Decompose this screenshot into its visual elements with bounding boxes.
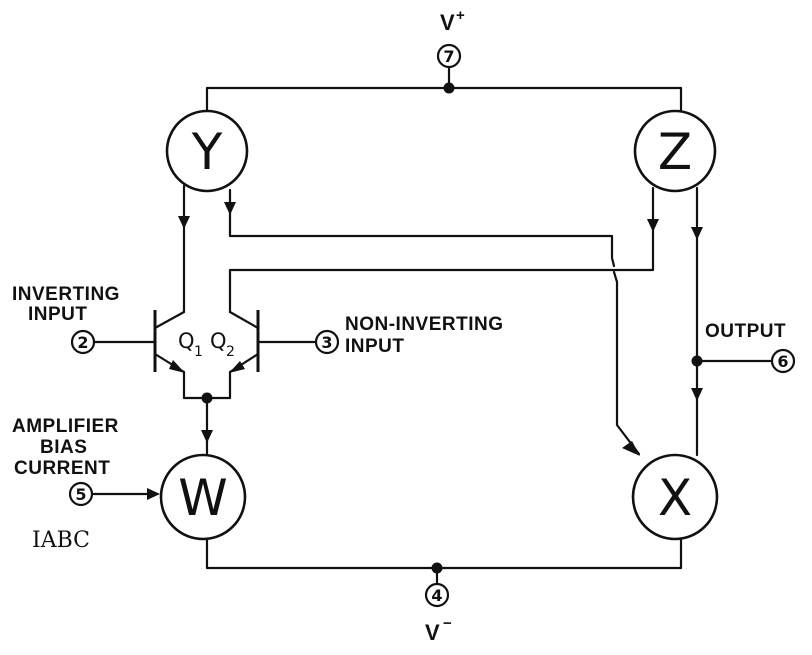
bias-current-input: AMPLIFIER BIAS CURRENT 5 IABC [12,416,160,553]
block-x: X [631,453,719,541]
arrow-icon [178,216,190,229]
non-inverting-input: 3 NON-INVERTING INPUT [256,314,504,357]
vminus-terminal: 4 V − [424,582,452,645]
block-z-label: Z [658,123,692,181]
arrow-icon [691,227,703,240]
pin-7-circle [436,43,462,69]
iabc-symbol: IABC [32,528,90,553]
inverting-input-line2: INPUT [28,304,88,325]
block-y-label: Y [191,123,223,181]
q1-subscript: 1 [194,344,203,360]
arrow-icon [691,388,703,401]
non-inverting-input-line1: NON-INVERTING [345,314,504,335]
arrow-icon [622,441,640,456]
block-y: Y [165,109,249,193]
z-output-right [691,186,703,457]
pin-5-number: 5 [75,485,86,504]
block-z: Z [633,109,717,193]
vplus-label: V [440,10,455,35]
inverting-input-line1: INVERTING [12,284,120,305]
vminus-label: V [425,620,440,645]
q2-label: Q [210,329,227,353]
transistor-q1: Q 1 [153,310,203,374]
pin-3-number: 3 [321,333,332,352]
vplus-superscript: + [456,7,465,24]
non-inverting-input-line2: INPUT [345,336,405,357]
q2-subscript: 2 [226,344,235,360]
vminus-rail [205,538,683,586]
arrow-icon [229,361,245,373]
y-output-right [224,188,616,268]
output-label: OUTPUT [705,321,786,342]
arrow-icon [169,360,185,373]
pin-3-circle [314,329,340,355]
block-w-label: W [178,469,227,527]
bias-label-line3: CURRENT [14,458,110,479]
pin-7-number: 7 [443,47,454,66]
tail-node [182,370,232,457]
pin-4-circle [424,582,450,608]
arrow-icon [647,219,659,232]
pin-6-circle [770,348,796,374]
bias-label-line2: BIAS [40,437,87,458]
y-to-x-wire [612,270,641,456]
block-w: W [159,453,247,541]
arrow-icon [201,430,213,443]
z-output-left [228,186,659,314]
vplus-terminal: V + 7 [436,7,465,69]
output-terminal: OUTPUT 6 [691,321,796,374]
q1-label: Q [178,329,195,353]
pin-4-number: 4 [431,586,442,605]
block-x-label: X [658,469,692,527]
pin-2-number: 2 [77,333,88,352]
vplus-rail [205,66,683,120]
bias-label-line1: AMPLIFIER [12,416,119,437]
y-output-left [178,184,190,314]
transistor-q2: Q 2 [210,310,260,374]
arrow-icon [224,202,236,215]
pin-6-number: 6 [777,352,788,371]
vminus-superscript: − [443,615,452,632]
inverting-input: INVERTING INPUT 2 [12,284,157,355]
arrow-icon [147,488,160,500]
